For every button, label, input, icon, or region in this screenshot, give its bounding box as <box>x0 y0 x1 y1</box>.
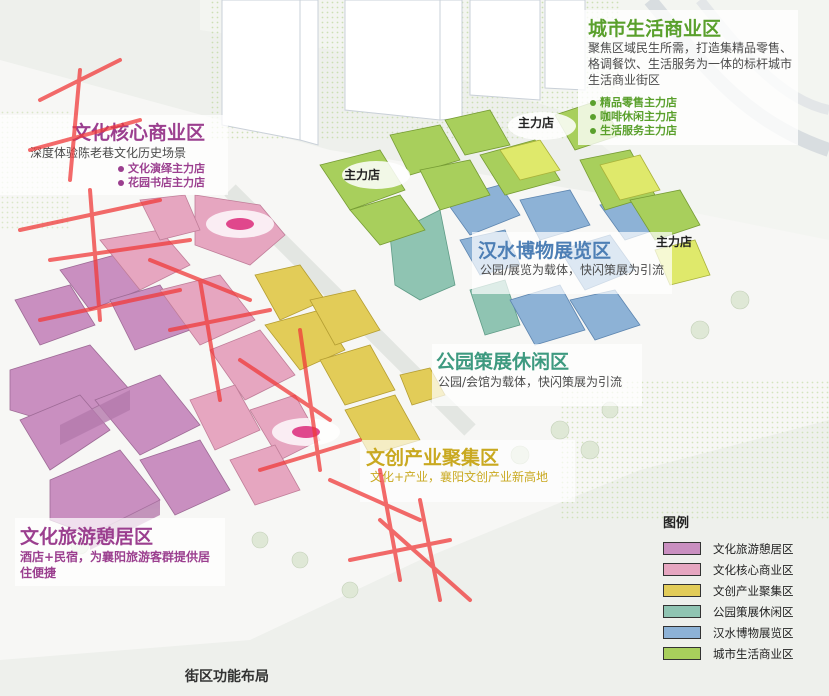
park-zone-title: 公园策展休闲区 <box>436 351 570 373</box>
tourism-zone-panel <box>15 518 225 586</box>
creative-zone-title: 文创产业聚集区 <box>366 447 500 469</box>
tower-buildings <box>221 0 586 146</box>
creative-zone-buildings <box>254 264 446 456</box>
city-zone-panel <box>578 10 798 145</box>
city-bullet-item: 咖啡休闲主力店 <box>590 110 677 124</box>
city-bullet-item: 生活服务主力店 <box>590 124 677 138</box>
museum-zone-panel <box>472 232 672 294</box>
city-zone-title: 城市生活商业区 <box>588 18 722 40</box>
legend-swatch <box>663 542 701 555</box>
city-bullet-item: 精品零售主力店 <box>590 96 677 110</box>
anchor-store-label: 主力店 <box>344 168 381 182</box>
legend-swatch <box>663 584 701 597</box>
core-bullet-item: 花园书店主力店 <box>118 176 205 190</box>
creative-zone-desc: 文化+产业，襄阳文创产业新高地 <box>370 470 549 484</box>
figure-caption: 街区功能布局 <box>185 669 269 685</box>
legend-swatch <box>663 647 701 660</box>
legend-label: 文化旅游憩居区 <box>713 541 794 556</box>
park-zone-desc: 公园/会馆为载体，快闪策展为引流 <box>438 375 623 389</box>
core-bullet-item: 文化演绎主力店 <box>118 162 205 176</box>
legend-item: 文创产业聚集区 <box>663 580 813 601</box>
creative-zone-panel <box>360 440 575 502</box>
legend-item: 文化旅游憩居区 <box>663 538 813 559</box>
tourism-zone-buildings <box>9 254 231 536</box>
anchor-store-label: 主力店 <box>518 116 555 130</box>
city-zone-desc: 聚焦区域民生所需，打造集精品零售、格调餐饮、生活服务为一体的标杆城市生活商业街区 <box>588 41 793 87</box>
core-zone-desc: 深度体验陈老巷文化历史场景 <box>30 146 187 160</box>
legend-swatch <box>663 563 701 576</box>
city-zone-bullets: 精品零售主力店 咖啡休闲主力店 生活服务主力店 <box>590 96 677 138</box>
legend-label: 汉水博物展览区 <box>713 625 794 640</box>
legend-item: 公园策展休闲区 <box>663 601 813 622</box>
legend: 图例 文化旅游憩居区 文化核心商业区 文创产业聚集区 公园策展休闲区 汉水博物展… <box>663 512 813 662</box>
legend-title: 图例 <box>663 516 690 531</box>
legend-label: 城市生活商业区 <box>713 646 794 661</box>
legend-swatch <box>663 626 701 639</box>
tourism-zone-title: 文化旅游憩居区 <box>20 526 154 548</box>
museum-zone-desc: 公园/展览为载体，快闪策展为引流 <box>480 263 665 277</box>
legend-label: 文创产业聚集区 <box>713 583 794 598</box>
tourism-zone-desc: 酒店+民宿，为襄阳旅游客群提供居住便捷 <box>20 550 211 580</box>
anchor-store-label: 主力店 <box>656 235 693 249</box>
museum-zone-title: 汉水博物展览区 <box>478 240 612 262</box>
legend-item: 城市生活商业区 <box>663 643 813 664</box>
legend-item: 汉水博物展览区 <box>663 622 813 643</box>
park-zone-panel <box>432 344 642 406</box>
legend-label: 公园策展休闲区 <box>713 604 794 619</box>
legend-swatch <box>663 605 701 618</box>
legend-label: 文化核心商业区 <box>713 562 794 577</box>
legend-item: 文化核心商业区 <box>663 559 813 580</box>
core-zone-bullets: 文化演绎主力店 花园书店主力店 <box>118 162 205 190</box>
